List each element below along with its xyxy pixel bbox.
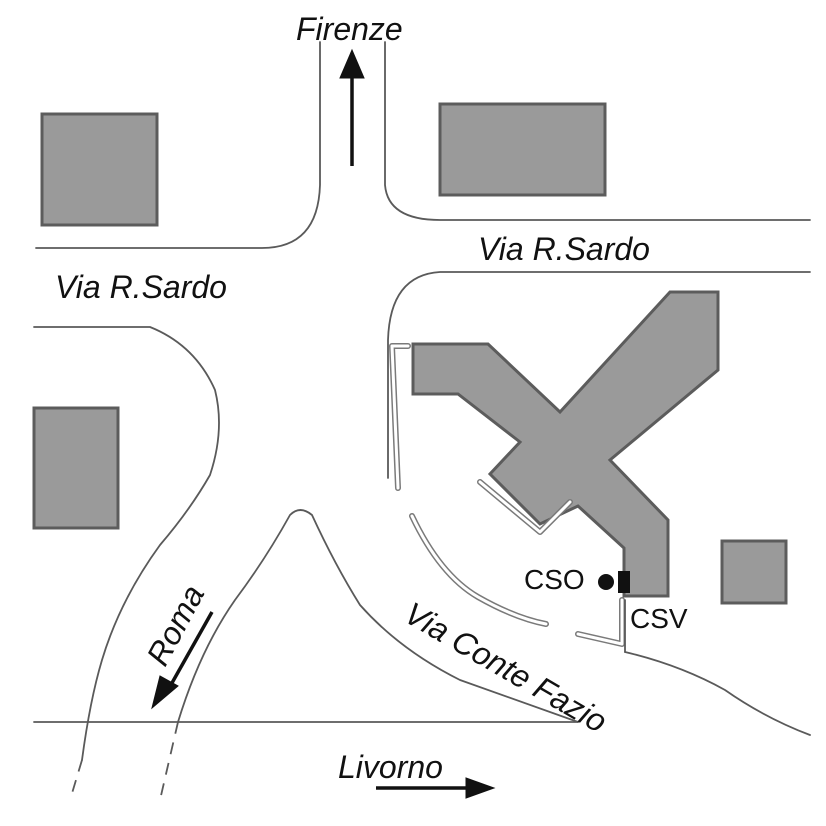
label-csv: CSV xyxy=(630,603,688,634)
building-top-right xyxy=(438,102,607,197)
road-north-left-edge xyxy=(35,41,321,249)
building-top-left xyxy=(40,112,159,227)
road-contefazio-right-edge xyxy=(624,651,811,736)
label-via-conte-fazio: Via Conte Fazio xyxy=(399,595,614,740)
road-north-right-edge xyxy=(384,41,811,221)
building-main xyxy=(411,290,720,598)
roma-arrow-icon xyxy=(151,611,214,710)
label-livorno: Livorno xyxy=(338,749,443,785)
livorno-arrow-icon xyxy=(376,777,496,799)
cso-marker-icon xyxy=(598,574,614,590)
building-left xyxy=(32,406,120,530)
road-rsardo-lower-right xyxy=(387,271,811,479)
label-cso: CSO xyxy=(524,564,585,595)
csv-marker-icon xyxy=(618,571,630,593)
label-firenze: Firenze xyxy=(296,11,403,47)
building-right-small xyxy=(720,539,788,605)
road-roma-right-dash xyxy=(159,721,179,801)
label-via-rsardo-top: Via R.Sardo xyxy=(478,231,650,267)
label-via-rsardo-left: Via R.Sardo xyxy=(55,269,227,305)
firenze-arrow-icon xyxy=(339,48,365,166)
road-rsardo-left-lower xyxy=(33,326,220,761)
road-roma-left-dash xyxy=(69,759,83,801)
label-roma: Roma xyxy=(139,579,211,671)
wall-south-stub xyxy=(575,597,625,647)
road-island-edge xyxy=(177,509,579,723)
